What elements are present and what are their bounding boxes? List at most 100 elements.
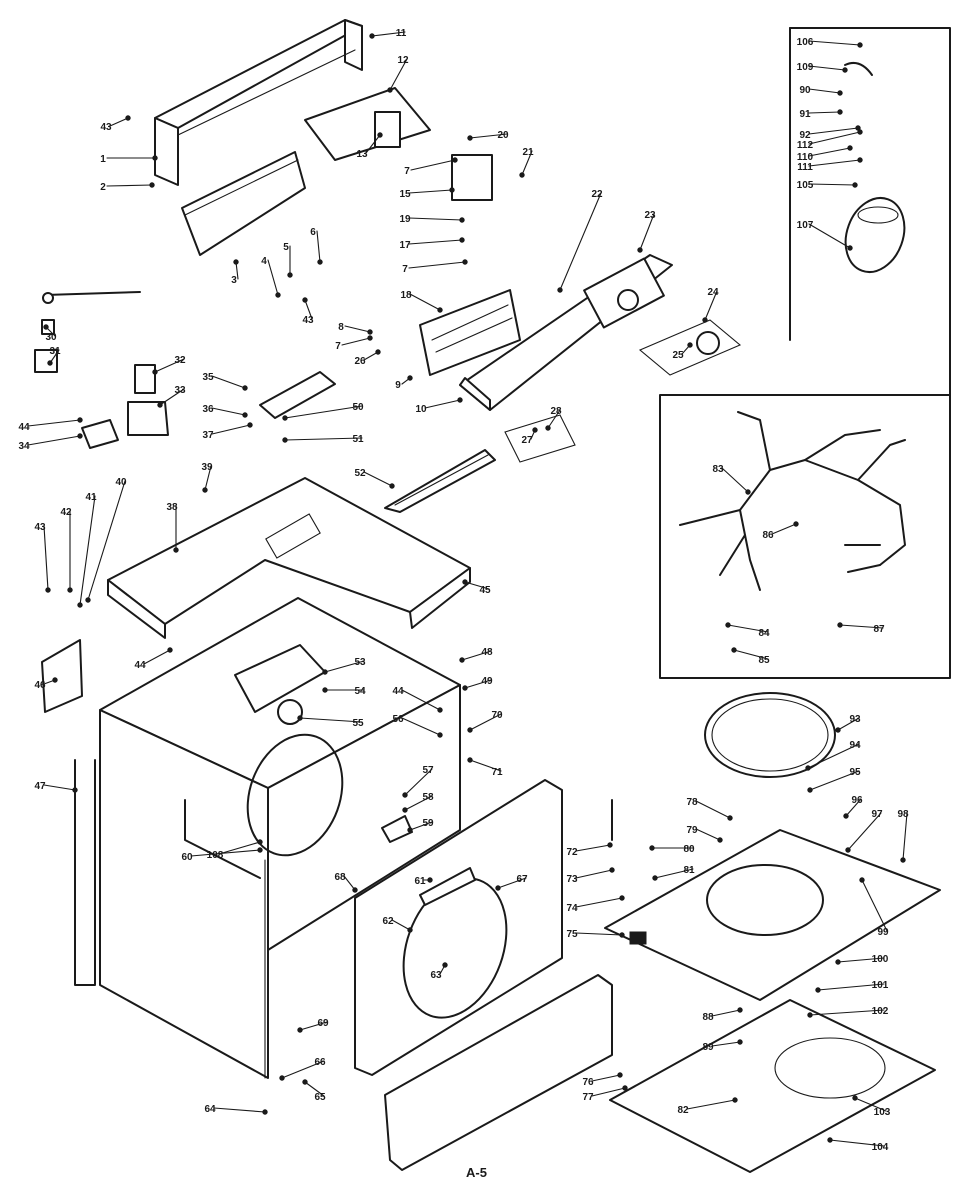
lid-hinge-bracket — [259, 371, 336, 419]
part-callout-label: 4 — [261, 256, 267, 267]
leader-line — [235, 261, 239, 280]
part-fastener-dot — [702, 317, 708, 323]
wiring-harness — [679, 411, 906, 591]
part-callout-label: 39 — [201, 462, 213, 473]
leader-line — [27, 435, 81, 446]
part-fastener-dot — [375, 349, 381, 355]
part-fastener-dot — [352, 887, 358, 893]
part-fastener-dot — [845, 847, 851, 853]
part-callout-label: 71 — [491, 767, 503, 778]
leader-line — [847, 812, 882, 851]
part-callout-label: 76 — [582, 1077, 594, 1088]
leader-line — [27, 419, 81, 427]
part-fastener-dot — [737, 1007, 743, 1013]
part-callout-label: 81 — [683, 865, 695, 876]
tub-cover-plate — [604, 829, 941, 1001]
leader-line — [363, 471, 393, 487]
part-fastener-dot — [262, 1109, 268, 1115]
leader-line — [344, 325, 371, 333]
leader-line — [591, 1087, 626, 1097]
part-callout-label: 51 — [352, 434, 364, 445]
part-callout-label: 48 — [481, 647, 493, 658]
part-callout-label: 91 — [799, 109, 811, 120]
part-callout-label: 30 — [45, 332, 57, 343]
part-callout-label: 68 — [334, 872, 346, 883]
part-fastener-dot — [462, 579, 468, 585]
part-fastener-dot — [302, 1079, 308, 1085]
leader-line — [316, 230, 321, 263]
part-callout-label: 8 — [338, 322, 344, 333]
leader-line — [654, 868, 694, 879]
part-fastener-dot — [857, 157, 863, 163]
part-fastener-dot — [297, 715, 303, 721]
leader-line — [409, 821, 433, 831]
part-fastener-dot — [727, 815, 733, 821]
part-fastener-dot — [847, 245, 853, 251]
part-fastener-dot — [402, 792, 408, 798]
leader-line — [808, 159, 861, 167]
part-fastener-dot — [807, 1012, 813, 1018]
part-fastener-dot — [847, 145, 853, 151]
leader-line — [808, 127, 859, 135]
part-fastener-dot — [619, 932, 625, 938]
leader-line — [721, 467, 749, 493]
leader-line — [299, 1021, 328, 1031]
leader-line — [267, 259, 279, 296]
part-fastener-dot — [609, 867, 615, 873]
part-callout-label: 62 — [382, 916, 394, 927]
part-fastener-dot — [495, 885, 501, 891]
part-fastener-dot — [437, 732, 443, 738]
part-fastener-dot — [459, 237, 465, 243]
part-callout-label: 60 — [181, 852, 193, 863]
part-callout-label: 20 — [497, 130, 509, 141]
leader-line — [559, 192, 602, 291]
part-fastener-dot — [732, 1097, 738, 1103]
part-fastener-dot — [805, 765, 811, 771]
part-fastener-dot — [77, 602, 83, 608]
part-fastener-dot — [369, 33, 375, 39]
page-caption: A-5 — [466, 1165, 487, 1180]
leader-line — [461, 650, 492, 661]
part-callout-label: 46 — [34, 680, 46, 691]
part-fastener-dot — [282, 437, 288, 443]
leader-line — [808, 40, 861, 46]
inset-fill-nozzle — [844, 62, 906, 273]
part-callout-label: 45 — [479, 585, 491, 596]
leader-line — [204, 465, 212, 491]
part-callout-label: 55 — [352, 718, 364, 729]
leader-line — [87, 480, 126, 601]
part-callout-label: 88 — [702, 1012, 714, 1023]
part-fastener-dot — [247, 422, 253, 428]
leader-line — [281, 1060, 325, 1079]
part-fastener-dot — [173, 547, 179, 553]
leader-line — [190, 849, 261, 857]
console-switch-bracket — [304, 87, 431, 161]
part-fastener-dot — [857, 129, 863, 135]
leader-line — [464, 581, 490, 590]
leader-line — [410, 159, 456, 171]
part-callout-label: 50 — [352, 402, 364, 413]
part-fastener-dot — [322, 669, 328, 675]
part-fastener-dot — [459, 657, 465, 663]
part-fastener-dot — [67, 587, 73, 593]
part-callout-label: 93 — [849, 714, 861, 725]
part-fastener-dot — [545, 425, 551, 431]
timer-mount-plate — [451, 154, 493, 201]
leader-line — [211, 375, 246, 389]
part-callout-label: 33 — [174, 385, 186, 396]
switch-block-56-59 — [381, 815, 413, 843]
leader-line — [808, 88, 841, 94]
part-callout-label: 7 — [402, 264, 408, 275]
leader-line — [409, 293, 441, 311]
part-callout-label: 26 — [354, 356, 366, 367]
part-callout-label: 87 — [873, 624, 885, 635]
leader-line — [284, 405, 363, 419]
part-callout-label: 15 — [399, 189, 411, 200]
part-callout-label: 111 — [797, 162, 813, 173]
part-callout-label: 32 — [174, 355, 186, 366]
part-fastener-dot — [649, 845, 655, 851]
console-bracket — [181, 151, 306, 256]
part-fastener-dot — [519, 172, 525, 178]
leader-line — [469, 133, 508, 139]
leader-line — [343, 875, 356, 891]
